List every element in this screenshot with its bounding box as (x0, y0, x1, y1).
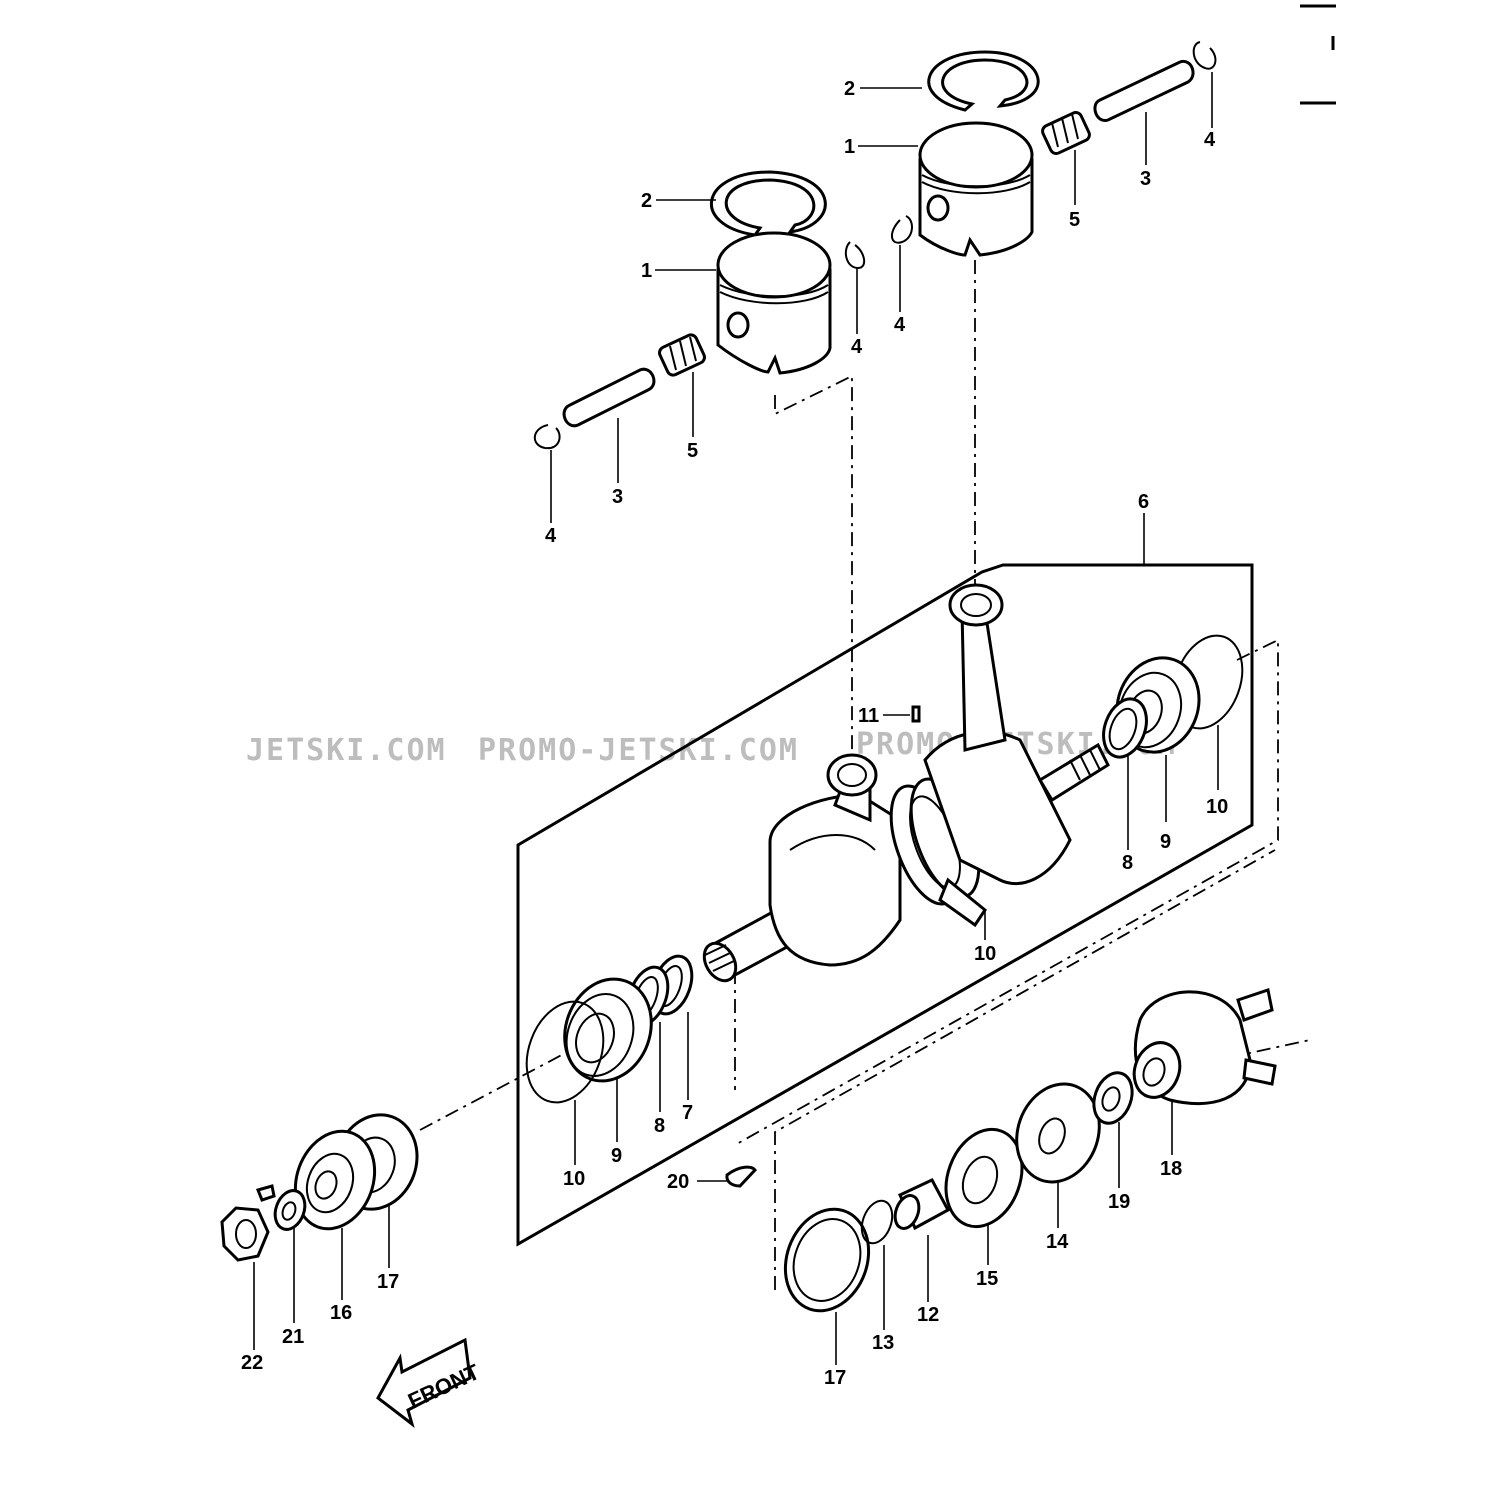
nut-22 (220, 1206, 270, 1262)
circlip-left-outer (533, 424, 561, 450)
callout-17-left: 17 (377, 1271, 399, 1293)
plate-17-right (783, 1207, 871, 1313)
callout-11: 11 (858, 705, 879, 727)
callout-12: 12 (917, 1304, 939, 1326)
washer-15 (944, 1127, 1024, 1229)
coupling-16 (293, 1129, 377, 1231)
callout-16: 16 (330, 1302, 352, 1324)
watermark-2: PROMO-JETSKI.COM (478, 733, 799, 768)
pin-11 (911, 705, 921, 723)
coupling-hub-18 (1132, 988, 1277, 1106)
piston-left (716, 231, 832, 375)
leader-lines (253, 72, 1219, 1365)
ring-right-8 (1102, 697, 1148, 759)
watermark-group: JETSKI.COM PROMO-JETSKI.COM PROMO-JETSKI… (246, 727, 1175, 768)
circlip-left-inner (844, 241, 866, 270)
callout-10-center: 10 (974, 943, 996, 965)
circlip-upper-right-outer (1192, 41, 1217, 70)
damper-14 (1015, 1082, 1101, 1184)
callout-17-right: 17 (824, 1367, 846, 1389)
crankshaft (702, 583, 1110, 983)
oil-seal-ring-left-10 (525, 1000, 605, 1104)
callout-15: 15 (976, 1268, 998, 1290)
callout-4-left-inner: 4 (851, 336, 863, 358)
woodruff-key-20 (725, 1165, 757, 1188)
circlip-13 (860, 1199, 894, 1245)
callout-9-left: 9 (611, 1145, 622, 1167)
circlip-upper-right-inner (891, 215, 913, 244)
washer-19 (1092, 1071, 1134, 1125)
piston-pin-upper-right (1093, 59, 1195, 122)
callout-2-upper: 2 (844, 78, 855, 100)
callout-5-left: 5 (687, 440, 698, 462)
front-direction-arrow: FRONT (376, 1337, 484, 1428)
callout-6: 6 (1138, 491, 1149, 513)
callout-4-upper-right: 4 (1204, 129, 1216, 151)
watermark-1: JETSKI.COM (246, 733, 447, 768)
callout-19: 19 (1108, 1191, 1130, 1213)
callout-14: 14 (1046, 1231, 1069, 1253)
sleeve-12 (893, 1178, 951, 1231)
page-corner-marks (1300, 4, 1336, 105)
callout-1-upper: 1 (844, 136, 855, 158)
needle-bearing-upper-right (1041, 111, 1091, 155)
piston-pin-left (562, 367, 656, 428)
callout-9-right: 9 (1160, 831, 1171, 853)
callout-10-right: 10 (1206, 796, 1228, 818)
callout-8-left: 8 (654, 1115, 665, 1137)
callout-5-upper-right: 5 (1069, 209, 1080, 231)
callout-18: 18 (1160, 1158, 1182, 1180)
callout-8-right: 8 (1122, 852, 1133, 874)
callout-4-left-outer: 4 (545, 525, 557, 547)
callout-labels: 2 1 4 3 5 2 1 4 4 5 3 4 6 11 10 9 8 10 7… (241, 78, 1228, 1389)
needle-bearing-left (658, 333, 706, 377)
callout-4-upper-inner: 4 (894, 314, 906, 336)
callout-20: 20 (667, 1171, 689, 1193)
callout-3-upper-right: 3 (1140, 168, 1151, 190)
callout-1-left: 1 (641, 260, 652, 282)
callout-22: 22 (241, 1352, 263, 1374)
callout-10-left: 10 (563, 1168, 585, 1190)
piston-ring-left (710, 170, 827, 237)
callout-21: 21 (282, 1326, 304, 1348)
lock-washer-21 (255, 1184, 307, 1231)
callout-13: 13 (872, 1332, 894, 1354)
piston-ring-upper-right (927, 50, 1040, 112)
callout-7: 7 (682, 1102, 693, 1124)
piston-upper-right (918, 121, 1034, 257)
callout-2-left: 2 (641, 190, 652, 212)
crankshaft-assembly-frame (516, 513, 1254, 1247)
callout-3-left: 3 (612, 486, 623, 508)
